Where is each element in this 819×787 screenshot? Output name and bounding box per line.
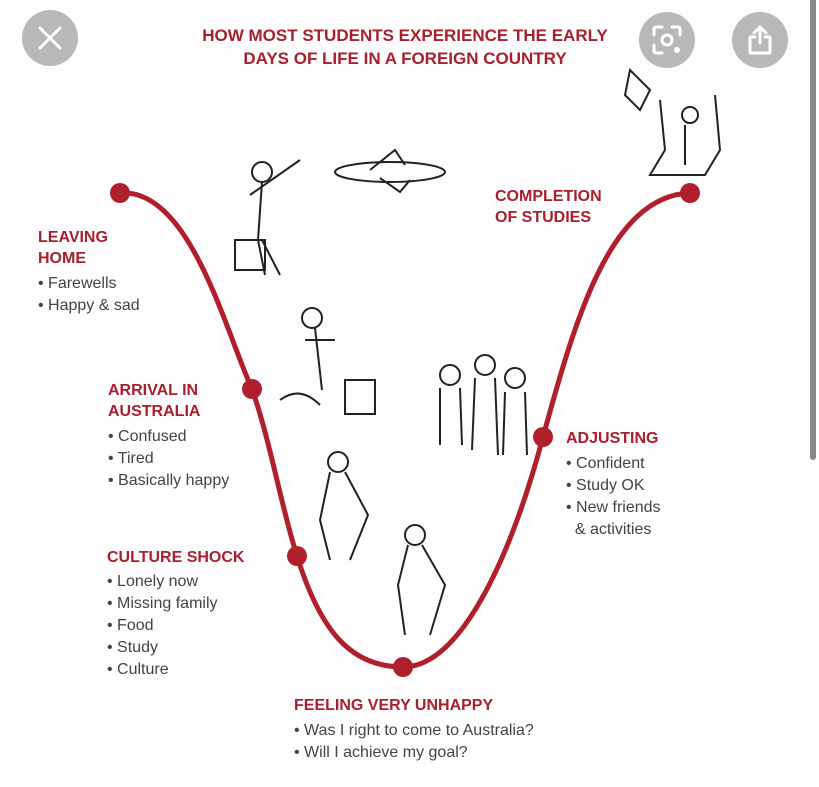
list-item: Missing family (107, 593, 217, 615)
point-arrival (242, 379, 262, 399)
lonely-student-illustration (318, 451, 370, 561)
close-icon (38, 26, 62, 50)
list-item: Basically happy (108, 470, 229, 492)
stage-adjusting-list: ConfidentStudy OKNew friends & activities (566, 453, 661, 541)
share-icon (748, 25, 772, 55)
point-completion (680, 183, 700, 203)
lens-button[interactable] (639, 12, 695, 68)
stage-adjusting-heading: ADJUSTING (566, 428, 658, 449)
list-item: New friends (566, 497, 660, 519)
heading-line: FEELING VERY UNHAPPY (294, 697, 494, 714)
list-item: Was I right to come to Australia? (294, 720, 534, 742)
stage-leaving-home-heading: LEAVING HOME (38, 227, 108, 269)
point-culture-shock (287, 546, 307, 566)
list-item: Study (107, 637, 218, 659)
title-line-2: DAYS OF LIFE IN A FOREIGN COUNTRY (243, 49, 567, 68)
list-item: Farewells (38, 273, 140, 295)
heading-line: ADJUSTING (566, 430, 659, 447)
tired-arrival-illustration (279, 307, 376, 415)
heading-line: ARRIVAL IN (108, 382, 199, 399)
stage-leaving-home-list: FarewellsHappy & sad (38, 273, 140, 317)
list-item: Food (107, 615, 218, 637)
stage-culture-shock-list: Lonely nowMissing familyFoodStudyCulture (107, 571, 218, 681)
diagram-title: HOW MOST STUDENTS EXPERIENCE THE EARLY D… (150, 24, 660, 70)
list-item: Tired (108, 448, 229, 470)
list-item: Will I achieve my goal? (294, 742, 534, 764)
list-item: Lonely now (107, 571, 218, 593)
point-very-unhappy (393, 657, 413, 677)
unhappy-student-illustration (396, 524, 447, 636)
adjustment-curve (119, 190, 691, 670)
graduation-celebration-illustration (623, 67, 722, 176)
stage-very-unhappy-heading: FEELING VERY UNHAPPY (294, 695, 493, 716)
share-button[interactable] (732, 12, 788, 68)
title-line-1: HOW MOST STUDENTS EXPERIENCE THE EARLY (202, 26, 608, 45)
list-item: & activities (574, 521, 652, 538)
plane-illustration (334, 148, 446, 194)
stage-arrival-list: ConfusedTiredBasically happy (108, 426, 229, 492)
stage-completion-heading: COMPLETION OF STUDIES (495, 186, 602, 228)
heading-line: COMPLETION (495, 188, 602, 205)
list-item: Confused (108, 426, 229, 448)
point-leaving-home (110, 183, 130, 203)
list-item: Culture (107, 659, 218, 681)
heading-line: OF STUDIES (495, 209, 592, 226)
heading-line: LEAVING (38, 229, 108, 246)
friends-group-illustration (439, 354, 528, 456)
stage-very-unhappy-list: Was I right to come to Australia?Will I … (294, 720, 534, 764)
scrollbar[interactable] (810, 0, 816, 460)
waving-traveller-illustration (234, 159, 301, 276)
heading-line: AUSTRALIA (108, 403, 201, 420)
lens-icon (652, 25, 682, 55)
stage-arrival-heading: ARRIVAL IN AUSTRALIA (108, 380, 200, 422)
point-adjusting (533, 427, 553, 447)
list-item: Happy & sad (38, 295, 140, 317)
heading-line: HOME (38, 250, 86, 267)
heading-line: CULTURE SHOCK (107, 549, 245, 566)
sketch-illustrations (234, 67, 722, 636)
list-item: Confident (566, 453, 661, 475)
list-item: Study OK (566, 475, 661, 497)
stage-culture-shock-heading: CULTURE SHOCK (107, 547, 244, 568)
close-button[interactable] (22, 10, 78, 66)
